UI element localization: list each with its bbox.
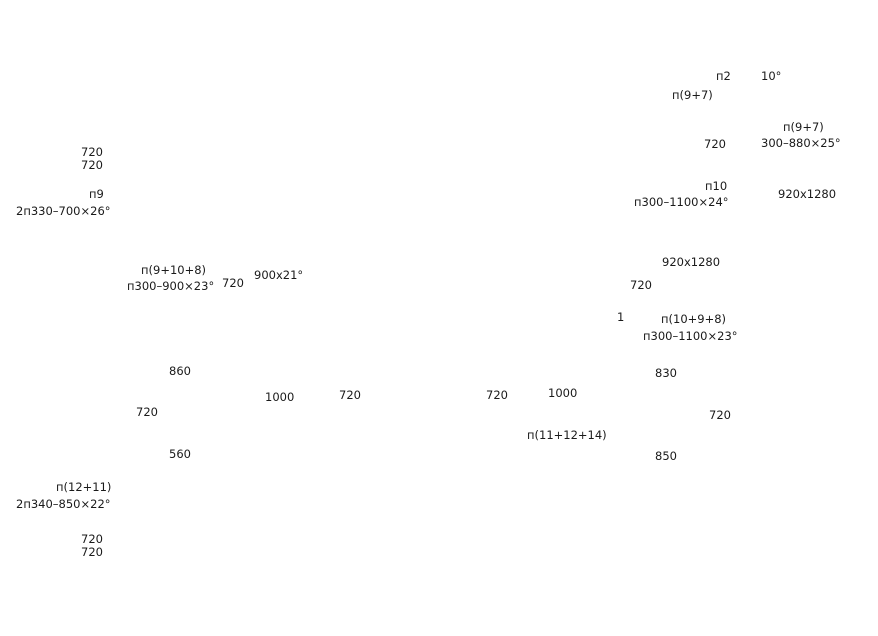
label-720-top: 720 bbox=[704, 137, 726, 151]
label-850: 850 bbox=[655, 449, 677, 463]
label-p12-11: п(12+11) bbox=[56, 480, 112, 494]
label-p11-12-14: п(11+12+14) bbox=[527, 428, 607, 442]
label-560: 560 bbox=[169, 447, 191, 461]
label-720-left-4: 720 bbox=[81, 532, 103, 546]
label-spec-300-1100-23: п300–1100×23° bbox=[643, 329, 738, 343]
label-p9-7-left: п(9+7) bbox=[672, 88, 713, 102]
label-p9-7-right: п(9+7) bbox=[783, 120, 824, 134]
label-720-right-2: 720 bbox=[709, 408, 731, 422]
label-720-center-right: 720 bbox=[486, 388, 508, 402]
label-number-1: 1 bbox=[617, 310, 625, 324]
label-1000-right: 1000 bbox=[548, 386, 578, 400]
label-720-left-5: 720 bbox=[81, 545, 103, 559]
label-p10: п10 bbox=[705, 179, 728, 193]
label-spec-300-880-25: 300–880×25° bbox=[761, 136, 841, 150]
label-p9-10-8: п(9+10+8) bbox=[141, 263, 207, 277]
label-spec-300-1100-24: п300–1100×24° bbox=[634, 195, 729, 209]
label-830: 830 bbox=[655, 366, 677, 380]
label-p9: п9 bbox=[89, 187, 104, 201]
label-size-920x1280-mid: 920x1280 bbox=[662, 255, 721, 269]
label-720-center-left: 720 bbox=[339, 388, 361, 402]
label-spec-300-900-23: п300–900×23° bbox=[127, 279, 215, 293]
label-angle-10: 10° bbox=[761, 69, 782, 83]
label-spec-900-21: 900x21° bbox=[254, 268, 304, 282]
label-720-left-2: 720 bbox=[81, 158, 103, 172]
label-spec-2p340-850-22: 2п340–850×22° bbox=[16, 497, 111, 511]
label-size-920x1280-top: 920x1280 bbox=[778, 187, 837, 201]
label-spec-2p330-700-26: 2п330–700×26° bbox=[16, 204, 111, 218]
label-720-left-1: 720 bbox=[81, 145, 103, 159]
label-p2: п2 bbox=[716, 69, 731, 83]
label-720-left-3: 720 bbox=[136, 405, 158, 419]
label-860: 860 bbox=[169, 364, 191, 378]
label-720-mid-left: 720 bbox=[222, 276, 244, 290]
label-1000-left: 1000 bbox=[265, 390, 295, 404]
label-p10-9-8: п(10+9+8) bbox=[661, 312, 727, 326]
label-720-right-1: 720 bbox=[630, 278, 652, 292]
